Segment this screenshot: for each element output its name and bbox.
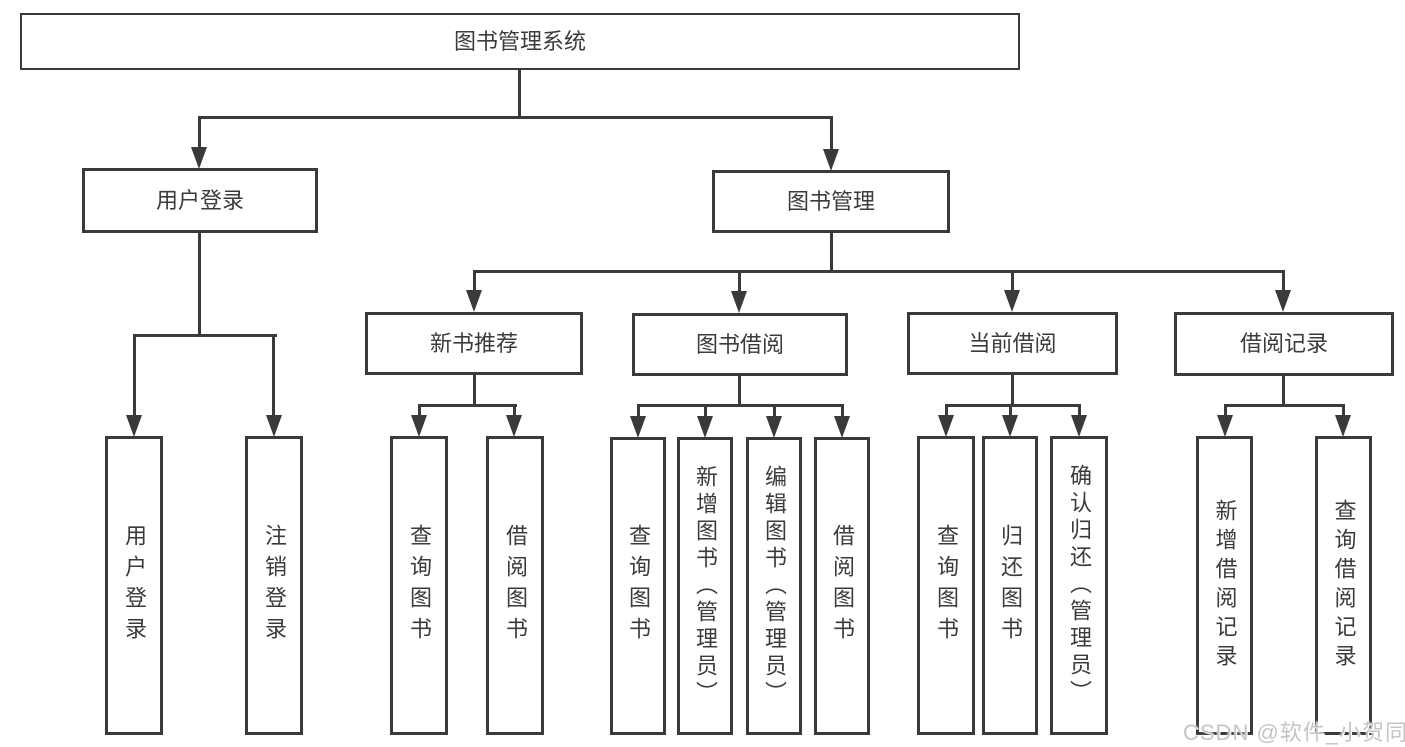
connector-user-login-stem (198, 233, 201, 337)
arrowhead (766, 416, 782, 438)
node-label: 查询借阅记录 (1331, 498, 1357, 673)
arrowhead-borrow-records (1275, 290, 1291, 312)
node-label: 新书推荐 (429, 330, 518, 356)
node-label: 归还图书 (998, 523, 1023, 648)
node-label: 查询图书 (626, 524, 651, 648)
leaf-logout: 注销登录 (245, 436, 303, 735)
leaf-edit-books-admin: 编辑图书（管理员） (746, 437, 802, 735)
leaf-borrow-books: 借阅图书 (814, 437, 870, 735)
connector-new-book-splitter (418, 404, 517, 407)
connector-drop (1342, 404, 1345, 416)
connector-drop (1078, 404, 1081, 416)
node-label: 借阅记录 (1239, 331, 1328, 356)
node-label: 新增图书（管理员） (693, 464, 718, 708)
leaf-add-books-admin: 新增图书（管理员） (677, 437, 733, 735)
leaf-user-login: 用户登录 (105, 436, 163, 735)
connector-drop (704, 404, 707, 417)
node-label: 注销登录 (262, 523, 287, 648)
connector-level2-splitter (473, 270, 1285, 273)
node-label: 图书管理 (786, 188, 875, 214)
connector-drop (1009, 404, 1012, 416)
leaf-query-books-current: 查询图书 (917, 436, 975, 735)
connector-book-management-stem (830, 233, 833, 272)
connector-drop-book-borrow (738, 270, 741, 292)
node-book-borrowing: 图书借阅 (632, 313, 848, 376)
connector-user-login-splitter (133, 334, 277, 337)
connector-book-borrow-stem (738, 376, 741, 406)
arrowhead (506, 415, 522, 437)
node-label: 确认归还（管理员） (1067, 464, 1092, 707)
node-label: 图书管理系统 (453, 28, 586, 54)
node-book-management-system: 图书管理系统 (20, 13, 1020, 70)
connector-current-borrow-splitter (945, 404, 1081, 407)
node-label: 查询图书 (407, 523, 432, 648)
leaf-return-books: 归还图书 (982, 436, 1038, 735)
connector-drop (1224, 404, 1227, 416)
node-label: 用户登录 (155, 187, 244, 213)
leaf-query-books-recommend: 查询图书 (390, 436, 448, 735)
connector-root-stem (518, 70, 521, 118)
connector-current-borrow-stem (1011, 375, 1014, 406)
arrowhead (1335, 415, 1351, 437)
connector-drop-new-book (473, 270, 476, 291)
node-current-borrowing: 当前借阅 (907, 312, 1118, 375)
arrowhead-leaf-user-login (126, 415, 142, 437)
leaf-add-borrow-record: 新增借阅记录 (1196, 436, 1253, 735)
node-label: 编辑图书（管理员） (762, 464, 787, 708)
arrowhead (834, 416, 850, 438)
arrowhead (1217, 415, 1233, 437)
arrowhead (630, 416, 646, 438)
arrowhead (1071, 415, 1087, 437)
node-book-management: 图书管理 (712, 170, 950, 233)
csdn-watermark: CSDN @软件_小贺同学 (1183, 720, 1405, 745)
node-label: 查询图书 (934, 523, 959, 648)
connector-drop (418, 404, 421, 416)
connector-drop (773, 404, 776, 417)
arrowhead-leaf-logout (266, 415, 282, 437)
node-label: 用户登录 (122, 523, 147, 648)
connector-drop-leaf-logout (272, 334, 275, 416)
connector-drop-user-login (198, 116, 201, 148)
node-label: 借阅图书 (503, 523, 528, 648)
connector-drop-borrow-records (1282, 270, 1285, 291)
connector-drop (841, 404, 844, 417)
arrowhead-user-login (191, 147, 207, 169)
connector-drop-book-management (830, 116, 833, 149)
connector-drop-leaf-user-login (133, 334, 136, 416)
node-borrowing-records: 借阅记录 (1174, 312, 1394, 376)
arrowhead (697, 416, 713, 438)
connector-drop (637, 404, 640, 417)
connector-level1-splitter (199, 116, 832, 119)
node-label: 当前借阅 (968, 330, 1057, 356)
arrowhead (411, 415, 427, 437)
leaf-confirm-return-admin: 确认归还（管理员） (1050, 436, 1108, 735)
connector-drop-current-borrow (1011, 270, 1014, 291)
connector-borrow-records-splitter (1224, 404, 1345, 407)
node-label: 新增借阅记录 (1212, 498, 1238, 673)
node-label: 借阅图书 (830, 524, 855, 648)
arrowhead (938, 415, 954, 437)
leaf-query-borrow-record: 查询借阅记录 (1315, 436, 1372, 735)
arrowhead (1002, 415, 1018, 437)
arrowhead-current-borrow (1004, 290, 1020, 312)
connector-new-book-stem (473, 375, 476, 406)
node-new-book-recommend: 新书推荐 (365, 312, 583, 375)
leaf-borrow-books-recommend: 借阅图书 (486, 436, 544, 735)
leaf-query-books-borrowing: 查询图书 (610, 437, 666, 735)
connector-book-borrow-splitter (637, 404, 844, 407)
arrowhead-new-book (466, 290, 482, 312)
arrowhead-book-borrow (731, 291, 747, 313)
node-user-login: 用户登录 (82, 168, 318, 233)
connector-borrow-records-stem (1282, 376, 1285, 406)
arrowhead-book-management (823, 149, 839, 171)
connector-drop (945, 404, 948, 416)
connector-drop (513, 404, 516, 416)
node-label: 图书借阅 (695, 331, 784, 357)
